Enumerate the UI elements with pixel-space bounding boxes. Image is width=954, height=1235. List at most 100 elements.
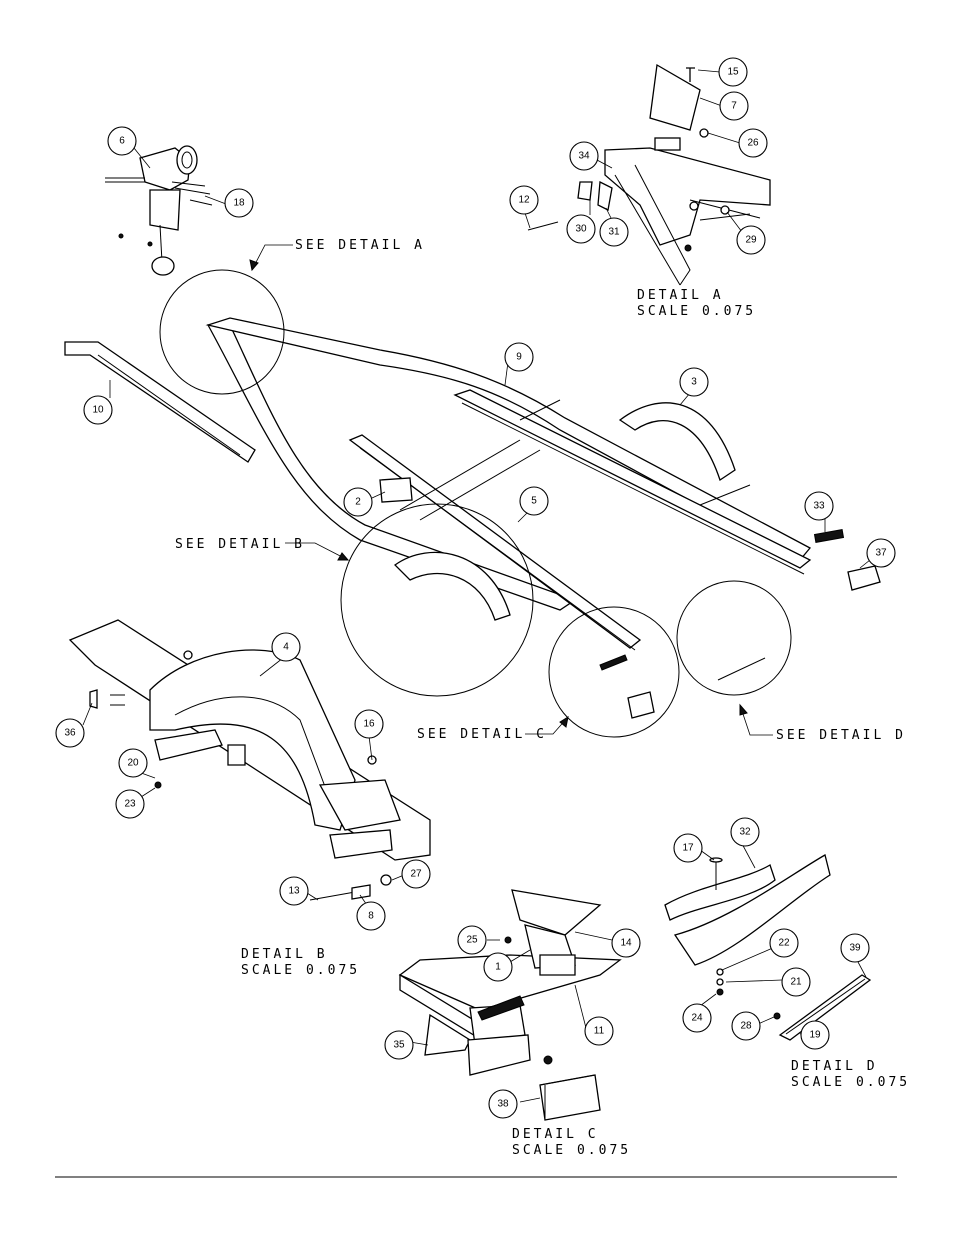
svg-text:34: 34 (578, 151, 590, 162)
detail-a-scale: SCALE 0.075 (637, 304, 756, 319)
svg-text:16: 16 (363, 719, 375, 730)
svg-text:11: 11 (594, 1026, 605, 1037)
detail-c-circle (548, 606, 680, 738)
svg-text:23: 23 (124, 799, 136, 810)
callout-30: 30 (566, 214, 596, 244)
callout-26: 26 (738, 128, 768, 158)
callout-8: 8 (356, 901, 386, 931)
callout-29: 29 (736, 225, 766, 255)
callout-7: 7 (719, 91, 749, 121)
callout-21: 21 (781, 967, 811, 997)
trailer-main-frame (64, 317, 812, 651)
callout-10: 10 (83, 395, 113, 425)
svg-text:26: 26 (747, 138, 759, 149)
callout-19: 19 (800, 1020, 830, 1050)
main-small-parts (599, 529, 881, 719)
svg-text:27: 27 (410, 869, 422, 880)
see-detail-c-label: SEE DETAIL C (417, 727, 547, 742)
detail-arrows (249, 244, 773, 736)
detail-c-scale: SCALE 0.075 (512, 1143, 631, 1158)
callout-25: 25 (457, 925, 487, 955)
callout-14: 14 (611, 928, 641, 958)
callout-16: 16 (354, 709, 384, 739)
detail-a-circle (159, 269, 285, 395)
detail-d-title: DETAIL D (791, 1059, 878, 1074)
callout-35: 35 (384, 1030, 414, 1060)
callout-39: 39 (840, 933, 870, 963)
svg-text:8: 8 (368, 911, 374, 922)
winch-assembly (105, 145, 213, 276)
svg-text:17: 17 (682, 843, 694, 854)
svg-text:19: 19 (809, 1030, 821, 1041)
see-detail-b-label: SEE DETAIL B (175, 537, 305, 552)
callout-bubbles: 1 2 3 4 5 6 7 8 9 10 11 12 13 14 15 16 1… (55, 57, 896, 1119)
svg-text:13: 13 (288, 886, 300, 897)
callout-38: 38 (488, 1089, 518, 1119)
callout-13: 13 (279, 876, 309, 906)
callout-6: 6 (107, 126, 137, 156)
svg-text:2: 2 (355, 497, 361, 508)
svg-text:32: 32 (739, 827, 751, 838)
callout-23: 23 (115, 789, 145, 819)
detail-a-drawing (527, 63, 771, 286)
svg-text:5: 5 (531, 496, 537, 507)
detail-c-title: DETAIL C (512, 1127, 599, 1142)
callout-15: 15 (718, 57, 748, 87)
svg-text:38: 38 (497, 1099, 509, 1110)
callout-9: 9 (504, 342, 534, 372)
callout-37: 37 (866, 538, 896, 568)
svg-text:39: 39 (849, 943, 861, 954)
callout-12: 12 (509, 185, 539, 215)
callout-3: 3 (679, 367, 709, 397)
callout-18: 18 (224, 188, 254, 218)
svg-text:21: 21 (790, 977, 802, 988)
svg-text:12: 12 (518, 195, 530, 206)
svg-text:24: 24 (691, 1013, 703, 1024)
callout-11: 11 (584, 1016, 614, 1046)
callout-20: 20 (118, 748, 148, 778)
svg-text:28: 28 (740, 1021, 752, 1032)
svg-text:15: 15 (727, 67, 739, 78)
svg-text:4: 4 (283, 642, 289, 653)
callout-36: 36 (55, 718, 85, 748)
svg-text:22: 22 (778, 938, 790, 949)
svg-text:33: 33 (813, 501, 825, 512)
see-detail-d-label: SEE DETAIL D (776, 728, 906, 743)
detail-d-scale: SCALE 0.075 (791, 1075, 910, 1090)
svg-text:18: 18 (233, 198, 245, 209)
svg-text:1: 1 (495, 962, 501, 973)
detail-b-circle (340, 503, 534, 697)
svg-text:36: 36 (64, 728, 76, 739)
svg-text:25: 25 (466, 935, 478, 946)
callout-28: 28 (731, 1011, 761, 1041)
callout-31: 31 (599, 217, 629, 247)
svg-text:14: 14 (620, 938, 632, 949)
callout-2: 2 (343, 487, 373, 517)
callout-24: 24 (682, 1003, 712, 1033)
callout-32: 32 (730, 817, 760, 847)
detail-d-circle (676, 580, 792, 696)
callout-5: 5 (519, 486, 549, 516)
svg-text:31: 31 (608, 227, 620, 238)
callout-1: 1 (483, 952, 513, 982)
detail-c-drawing (398, 889, 622, 1121)
svg-text:35: 35 (393, 1040, 405, 1051)
svg-text:37: 37 (875, 548, 887, 559)
detail-b-scale: SCALE 0.075 (241, 963, 360, 978)
svg-text:10: 10 (92, 405, 104, 416)
callout-4: 4 (271, 632, 301, 662)
detail-text-labels: SEE DETAIL A DETAIL A SCALE 0.075 SEE DE… (175, 238, 910, 1158)
svg-text:29: 29 (745, 235, 757, 246)
svg-text:3: 3 (691, 377, 697, 388)
callout-27: 27 (401, 859, 431, 889)
callout-17: 17 (673, 833, 703, 863)
see-detail-a-label: SEE DETAIL A (295, 238, 425, 253)
detail-b-title: DETAIL B (241, 947, 328, 962)
detail-d-drawing (664, 854, 872, 1041)
svg-text:7: 7 (731, 101, 737, 112)
callout-22: 22 (769, 928, 799, 958)
detail-a-title: DETAIL A (637, 288, 724, 303)
svg-text:30: 30 (575, 224, 587, 235)
callout-33: 33 (804, 491, 834, 521)
